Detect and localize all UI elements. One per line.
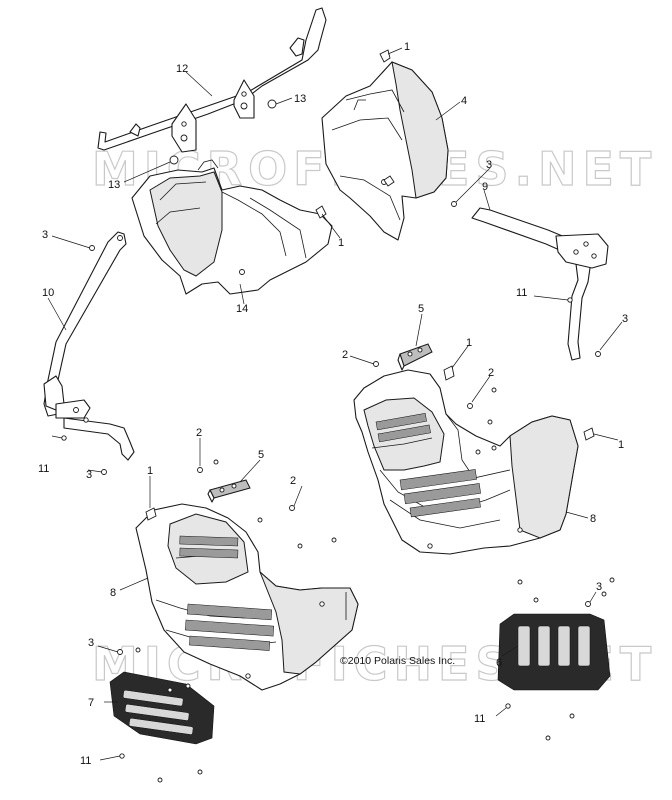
callout-5: 5 [418, 303, 424, 315]
left-footrest-part-7 [109, 671, 215, 745]
callout-1: 1 [338, 237, 344, 249]
callout-3: 3 [622, 313, 628, 325]
callout-2: 2 [488, 367, 494, 379]
callout-4: 4 [461, 95, 467, 107]
right-fender-part-4 [321, 61, 449, 241]
callout-3: 3 [42, 229, 48, 241]
callout-10: 10 [42, 287, 54, 299]
left-footwell-tread [179, 535, 275, 651]
callout-12: 12 [176, 63, 188, 75]
callout-labels: 1 1 1 1 1 2 2 2 2 3 3 3 3 3 3 4 5 5 6 7 … [38, 41, 628, 767]
right-footwell-part-8 [353, 369, 579, 555]
callout-11: 11 [474, 713, 485, 725]
callout-11: 11 [516, 287, 527, 299]
callout-3: 3 [486, 159, 492, 171]
callout-5: 5 [258, 449, 264, 461]
callout-2: 2 [342, 349, 348, 361]
leader-lines [47, 47, 623, 761]
callout-13: 13 [294, 93, 306, 105]
hardware-fasteners [61, 49, 615, 783]
callout-2: 2 [196, 427, 202, 439]
callout-9: 9 [482, 181, 488, 193]
callout-1: 1 [404, 41, 410, 53]
callout-2: 2 [290, 475, 296, 487]
right-grab-bar-part-9 [471, 207, 609, 361]
left-footwell-part-8 [135, 503, 359, 691]
callout-3: 3 [86, 469, 92, 481]
left-grab-bar-part-10 [43, 231, 135, 461]
callout-1: 1 [618, 439, 624, 451]
bracket-part-5-lower [207, 479, 251, 503]
callout-14: 14 [236, 303, 248, 315]
callout-7: 7 [88, 697, 94, 709]
callout-11: 11 [80, 755, 91, 767]
callout-11: 11 [38, 463, 49, 475]
rail-bracket-part-12 [97, 7, 327, 153]
callout-8: 8 [590, 513, 596, 525]
callout-3: 3 [88, 637, 94, 649]
callout-3: 3 [596, 581, 602, 593]
right-footrest-part-6 [497, 613, 611, 691]
callout-8: 8 [110, 587, 116, 599]
callout-1: 1 [147, 465, 153, 477]
left-fender-part-14 [131, 159, 333, 295]
copyright-text: ©2010 Polaris Sales Inc. [340, 655, 455, 667]
callout-13: 13 [108, 179, 120, 191]
callout-6: 6 [496, 657, 502, 669]
bracket-part-5-upper [397, 343, 433, 371]
right-footwell-tread [375, 413, 481, 518]
callout-1: 1 [466, 337, 472, 349]
